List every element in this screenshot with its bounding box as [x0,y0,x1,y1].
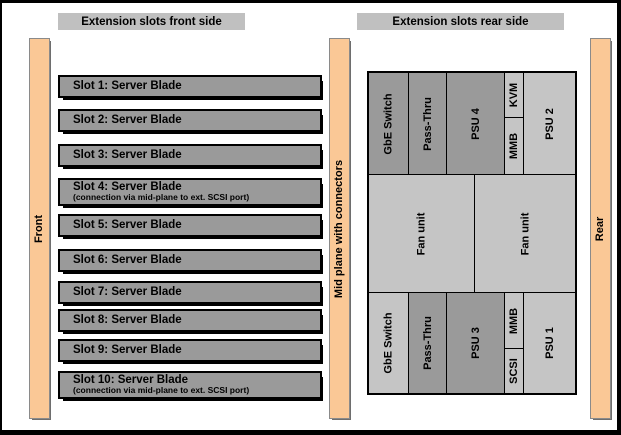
rear-bar-label: Rear [594,216,607,241]
front-bar-label: Front [33,214,46,243]
fan-unit-left: Fan unit [368,174,475,293]
slot-6: Slot 6: Server Blade [58,249,322,272]
rear-top-mmb: MMB [504,117,524,175]
slot-4-label: Slot 4: Server Blade [73,181,182,194]
fan-unit-right-label: Fan unit [519,212,531,255]
fan-unit-left-label: Fan unit [415,212,428,255]
slot-6-label: Slot 6: Server Blade [73,254,182,267]
rear-psu-3-label: PSU 3 [469,327,482,359]
rear-bar: Rear [590,38,611,419]
rear-top-mmb-label: MMB [508,132,520,160]
slot-1-label: Slot 1: Server Blade [73,80,182,93]
slot-2-label: Slot 2: Server Blade [73,114,182,127]
slot-2: Slot 2: Server Blade [58,109,322,132]
slot-5-label: Slot 5: Server Blade [73,219,182,232]
rear-bottom-mmb-label: MMB [508,307,520,334]
fan-unit-right: Fan unit [474,174,576,293]
rear-psu-4-label: PSU 4 [469,107,482,140]
rear-top-pass-thru: Pass-Thru [408,72,447,175]
rear-bottom-gbe-switch: GbE Switch [368,292,409,394]
front-bar: Front [29,38,50,419]
rear-kvm-label: KVM [508,82,521,108]
slot-10-label: Slot 10: Server Blade [73,374,189,387]
rear-psu-1-label: PSU 1 [543,327,556,359]
slot-7-label: Slot 7: Server Blade [73,286,182,299]
rear-bottom-mmb: MMB [504,292,524,349]
rear-bottom-gbe-switch-label: GbE Switch [382,312,395,374]
slot-7: Slot 7: Server Blade [58,281,322,304]
rear-psu-3: PSU 3 [446,292,505,394]
slot-9-label: Slot 9: Server Blade [73,344,182,357]
rear-psu-2-label: PSU 2 [543,107,556,140]
slot-5: Slot 5: Server Blade [58,214,322,237]
slot-8: Slot 8: Server Blade [58,309,322,332]
rear-bottom-pass-thru-label: Pass-Thru [421,316,434,370]
mid-plane-bar: Mid plane with connectors [329,38,350,419]
slot-8-label: Slot 8: Server Blade [73,314,182,327]
front-side-header: Extension slots front side [58,13,245,30]
rear-side-header: Extension slots rear side [357,13,564,30]
rear-psu-2: PSU 2 [523,72,576,175]
rear-panel: GbE Switch Pass-Thru PSU 4 KVM MMB PSU 2… [367,71,577,395]
slot-4-sublabel: (connection via mid-plane to ext. SCSI p… [73,192,250,203]
slot-3: Slot 3: Server Blade [58,144,322,167]
rear-bottom-pass-thru: Pass-Thru [408,292,447,394]
rear-psu-1: PSU 1 [523,292,576,394]
mid-plane-bar-label: Mid plane with connectors [333,159,346,298]
slot-3-label: Slot 3: Server Blade [73,149,182,162]
slot-10-sublabel: (connection via mid-plane to ext. SCSI p… [73,385,250,396]
rear-scsi-label: SCSI [508,358,520,384]
slot-1: Slot 1: Server Blade [58,75,322,98]
slot-10: Slot 10: Server Blade (connection via mi… [58,371,322,399]
slot-9: Slot 9: Server Blade [58,339,322,362]
rear-top-pass-thru-label: Pass-Thru [421,96,434,151]
rear-psu-4: PSU 4 [446,72,505,175]
rear-top-gbe-switch: GbE Switch [368,72,409,175]
rear-top-gbe-switch-label: GbE Switch [382,92,395,155]
rear-scsi: SCSI [504,348,524,394]
rear-kvm: KVM [504,72,524,118]
slot-4: Slot 4: Server Blade (connection via mid… [58,178,322,206]
